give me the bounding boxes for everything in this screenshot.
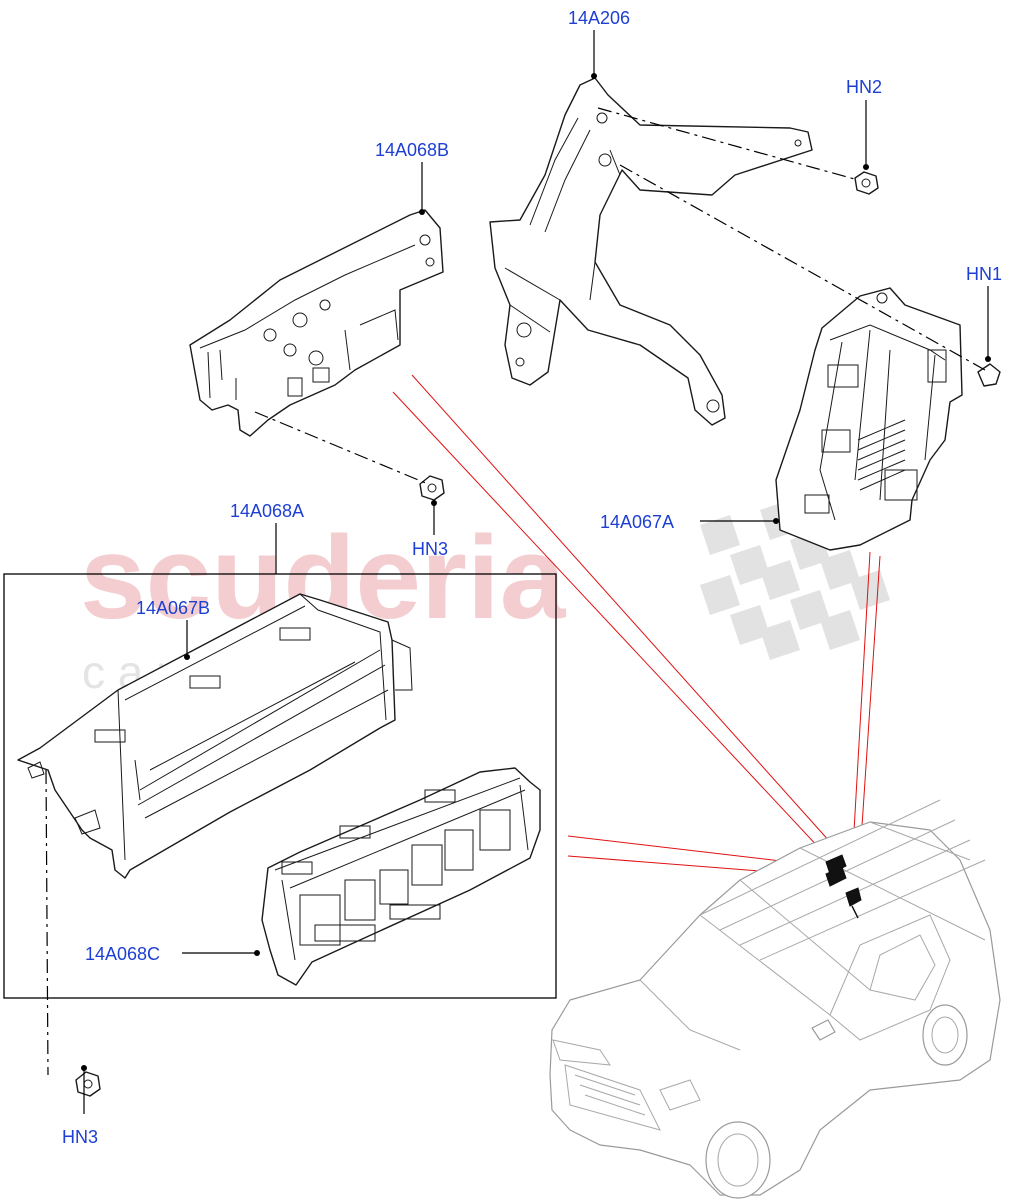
nut-hn3-lower	[75, 1065, 101, 1097]
label-14a067a: 14A067A	[600, 512, 674, 532]
label-14a068b: 14A068B	[375, 140, 449, 160]
label-hn2: HN2	[846, 77, 882, 97]
nut-hn3-upper	[419, 475, 445, 506]
label-14a067b: 14A067B	[136, 598, 210, 618]
vehicle-module-location	[825, 854, 862, 919]
watermark-checker-flag	[700, 500, 890, 660]
module-14a068b	[189, 209, 444, 437]
fuse-box-14a068c	[254, 767, 541, 986]
label-14a206: 14A206	[568, 8, 630, 28]
nut-hn2	[854, 164, 879, 195]
label-hn3-upper: HN3	[412, 539, 448, 559]
label-14a068c: 14A068C	[85, 944, 160, 964]
label-14a068a: 14A068A	[230, 501, 304, 521]
group-frame-14a068a	[3, 573, 557, 999]
cover-14a067b	[17, 593, 413, 879]
bracket-14a206	[489, 73, 813, 426]
assembly-axis-lines	[45, 107, 986, 1076]
label-hn3-lower: HN3	[62, 1127, 98, 1147]
part-labels: 14A206 HN2 14A068B HN1 14A067A HN3 14A06…	[62, 8, 1002, 1147]
leader-lines	[83, 30, 989, 1114]
label-hn1: HN1	[966, 264, 1002, 284]
vehicle-illustration	[549, 799, 1001, 1199]
nut-hn1	[977, 356, 1001, 387]
module-14a067a	[773, 287, 963, 551]
